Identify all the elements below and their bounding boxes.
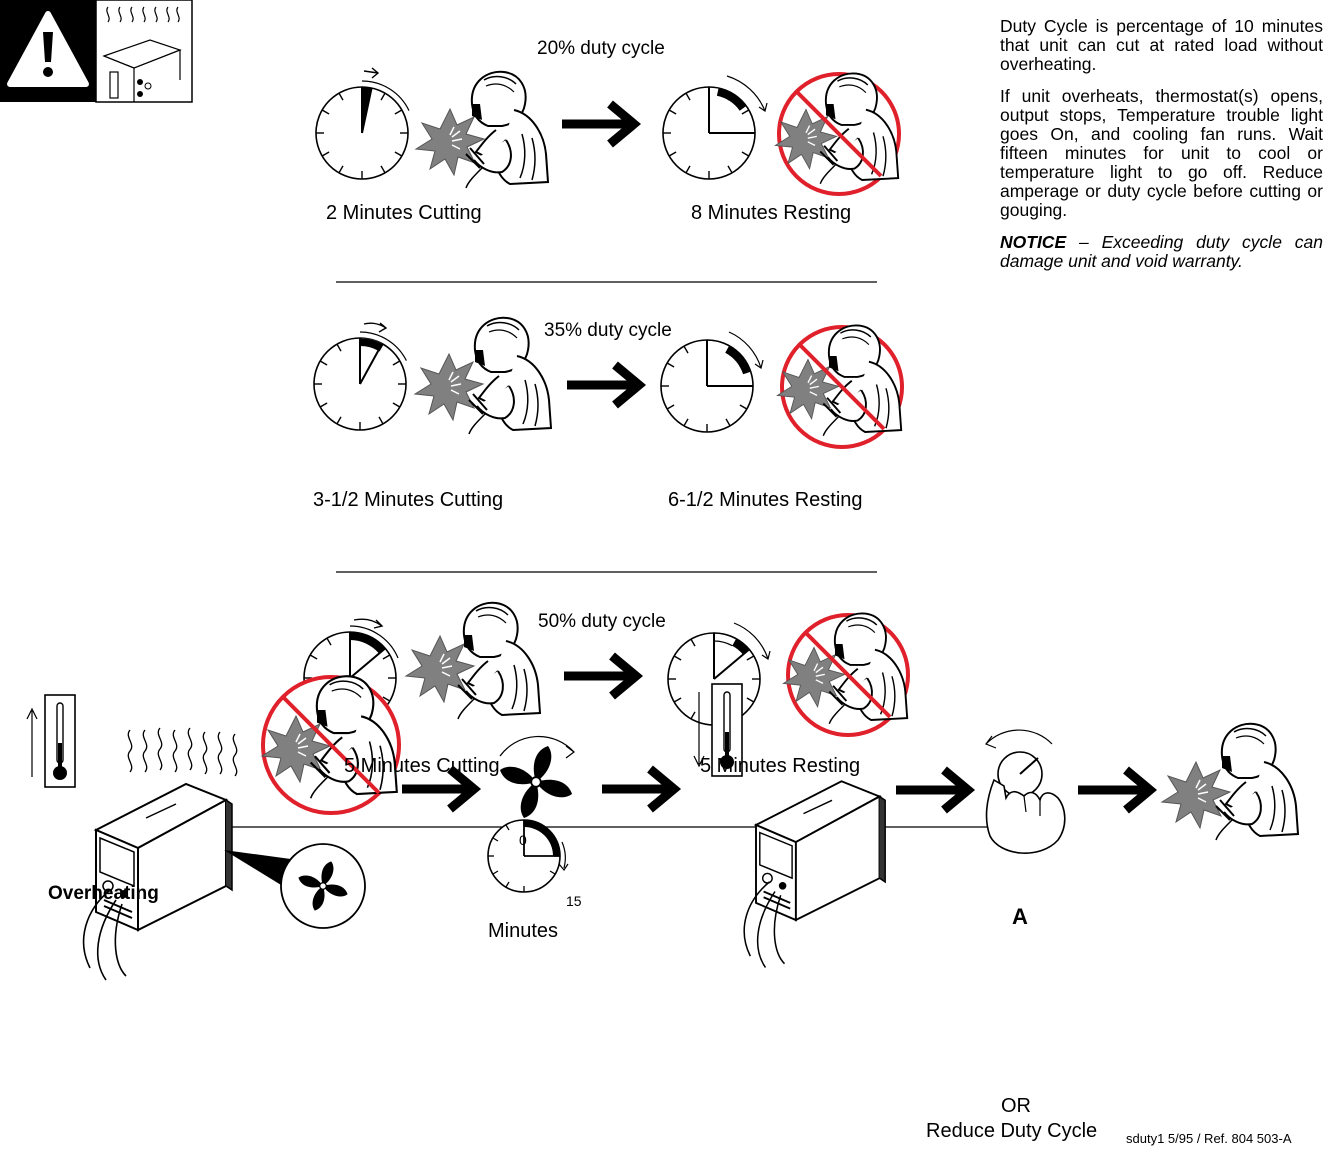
resting-clock-50	[667, 622, 771, 726]
prohibited-welding-icon	[776, 324, 904, 449]
panel-50-percent	[303, 601, 910, 737]
hot-machine-icon	[102, 6, 182, 102]
notice-label: NOTICE	[1000, 232, 1067, 252]
panel-20-percent	[315, 67, 901, 196]
warning-triangle-icon	[7, 11, 89, 87]
notice-paragraph: NOTICE – Exceeding duty cycle can damage…	[1000, 233, 1323, 271]
fan-callout	[224, 843, 366, 929]
cutting-clock-50	[303, 618, 399, 725]
notice-text: – Exceeding duty cycle can damage unit a…	[1000, 232, 1323, 271]
prohibited-welding-icon	[261, 675, 401, 815]
minutes-label: Minutes	[488, 920, 559, 942]
duty-label-50: 50% duty cycle	[538, 611, 666, 632]
right-arrow-icon	[564, 656, 636, 696]
timer-end-label: 15	[566, 893, 582, 909]
duty-cycle-explanation: Duty Cycle is percentage of 10 minutes t…	[1000, 17, 1323, 284]
cutting-label-35: 3-1/2 Minutes Cutting	[313, 489, 504, 511]
warning-header	[0, 0, 193, 103]
welding-machine-icon	[82, 783, 233, 981]
overheating-sequence	[26, 675, 1299, 981]
cutting-clock-20	[315, 67, 410, 180]
cutting-clock-35	[313, 322, 407, 431]
right-arrow-icon	[567, 365, 639, 405]
welder-icon	[465, 70, 549, 189]
spark-icon	[414, 353, 484, 421]
resting-clock-35	[660, 331, 764, 433]
right-arrow-icon	[896, 770, 968, 810]
spark-icon	[1161, 761, 1231, 829]
timer-start-label: 0	[519, 832, 527, 848]
welder-icon	[1215, 722, 1299, 841]
welder-icon	[468, 316, 552, 435]
right-arrow-icon	[1078, 770, 1150, 810]
prohibited-welding-icon	[782, 612, 910, 737]
duty-label-35: 35% duty cycle	[544, 320, 672, 341]
spark-icon	[415, 108, 485, 176]
cutting-label-50: 5 Minutes Cutting	[344, 755, 500, 777]
cutting-label-20: 2 Minutes Cutting	[326, 202, 482, 224]
reference-code: sduty1 5/95 / Ref. 804 503-A	[1126, 1131, 1292, 1146]
overheating-title: Overheating	[48, 883, 159, 904]
thermometer-falling-icon	[693, 683, 743, 777]
duty-label-20: 20% duty cycle	[537, 38, 665, 59]
resting-label-20: 8 Minutes Resting	[691, 202, 852, 224]
amperage-knob-icon	[985, 729, 1066, 854]
prohibited-welding-icon	[774, 72, 901, 196]
explanation-paragraph-2: If unit overheats, thermostat(s) opens, …	[1000, 86, 1323, 220]
heat-waves-icon	[127, 727, 238, 777]
cooling-fan-icon	[499, 735, 575, 819]
explanation-paragraph-1: Duty Cycle is percentage of 10 minutes t…	[1000, 16, 1323, 74]
resting-label-50: 5 Minutes Resting	[700, 755, 861, 777]
knob-label: A	[1012, 904, 1028, 929]
cooling-timer-icon	[487, 819, 569, 893]
thermometer-rising-icon	[26, 694, 76, 788]
welder-icon	[457, 601, 541, 720]
reduce-duty-cycle-label: Reduce Duty Cycle	[926, 1120, 1098, 1142]
or-label: OR	[1001, 1095, 1031, 1117]
resting-clock-20	[662, 75, 768, 180]
welding-machine-icon	[743, 780, 887, 969]
panel-35-percent	[313, 316, 904, 449]
resting-label-35: 6-1/2 Minutes Resting	[668, 489, 863, 511]
right-arrow-icon	[562, 104, 634, 144]
right-arrow-icon	[602, 769, 674, 809]
